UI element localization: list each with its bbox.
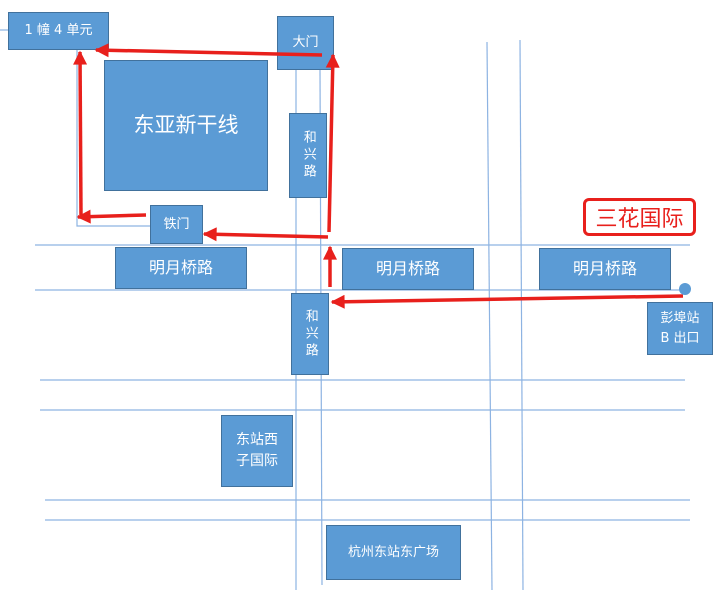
pengbu-exit-box: 彭埠站 B 出口 <box>647 302 713 355</box>
mingyue-road-box-3: 明月桥路 <box>539 248 671 290</box>
mingyue-road-box-1: 明月桥路 <box>115 247 247 289</box>
hexing-road-bottom-box: 和兴路 <box>291 293 329 375</box>
hexing-road-bottom-label: 和兴路 <box>302 308 318 360</box>
station-dot <box>679 283 691 295</box>
hexing-road-top-box: 和兴路 <box>289 113 327 198</box>
iron-gate-box: 铁门 <box>150 205 203 244</box>
route-arrow <box>73 50 88 216</box>
route-arrow <box>330 294 684 309</box>
complex-box: 东亚新干线 <box>104 60 268 191</box>
dongzhan-xizi-box: 东站西子国际 <box>221 415 293 487</box>
route-arrow <box>202 227 329 242</box>
mingyue-road-box-2: 明月桥路 <box>342 248 474 290</box>
sanhua-label: 三花国际 <box>583 198 696 236</box>
path-outline <box>76 50 150 227</box>
main-gate-box: 大门 <box>277 16 334 70</box>
route-arrow <box>76 209 147 224</box>
east-square-box: 杭州东站东广场 <box>326 525 461 580</box>
hexing-road-top-label: 和兴路 <box>300 130 316 181</box>
road-line <box>519 39 524 591</box>
road-line <box>486 41 493 591</box>
building-unit-box: 1 幢 4 单元 <box>8 12 109 50</box>
route-arrow <box>325 53 340 233</box>
route-arrow <box>94 43 323 58</box>
